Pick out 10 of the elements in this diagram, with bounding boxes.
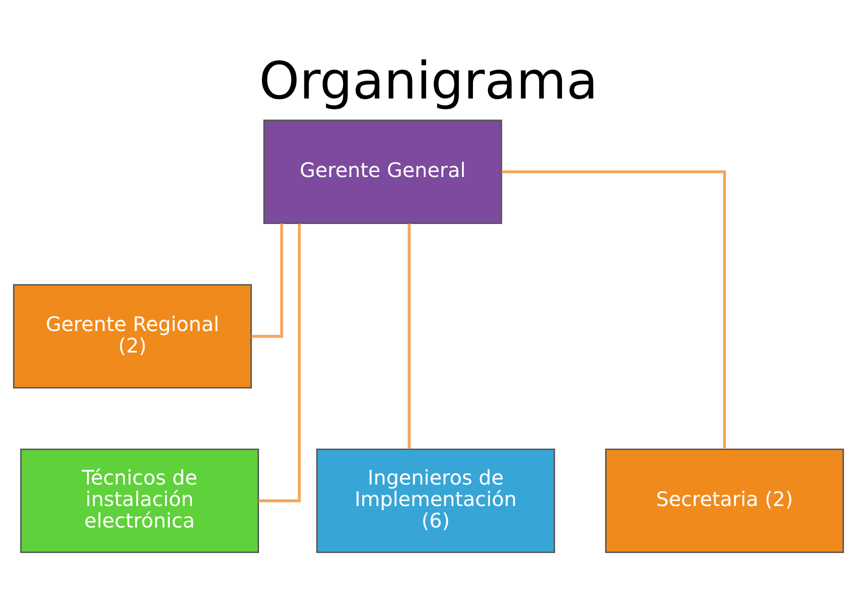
diagram-title: Organigrama — [259, 51, 598, 112]
node-box: Técnicos de instalación electrónica — [20, 448, 260, 552]
connector — [502, 170, 726, 449]
node-box: Ingenieros de Implementación (6) — [316, 448, 556, 552]
node-box: Gerente Regional (2) — [13, 284, 252, 388]
node-box: Secretaria (2) — [605, 448, 844, 552]
connector — [258, 223, 301, 502]
connector — [408, 223, 411, 448]
node-box: Gerente General — [263, 119, 502, 224]
connector — [251, 222, 284, 338]
